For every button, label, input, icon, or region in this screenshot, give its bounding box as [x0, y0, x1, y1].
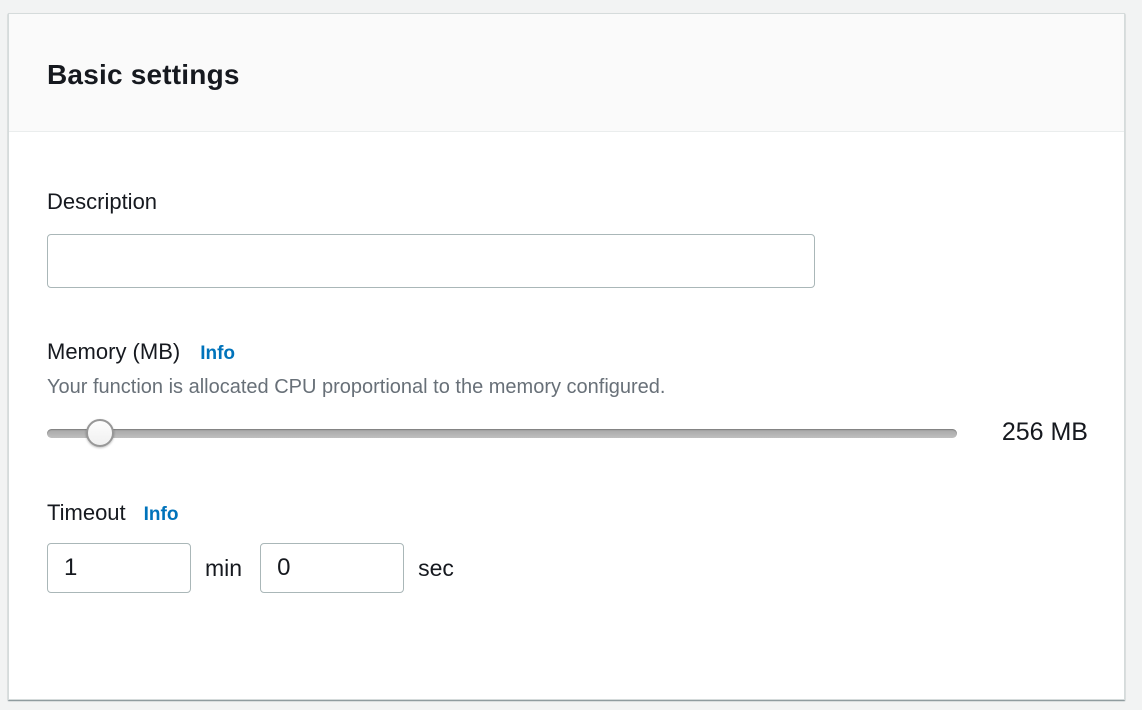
memory-label: Memory (MB)	[47, 339, 181, 364]
basic-settings-panel: Basic settings Description Memory (MB) I…	[8, 13, 1125, 700]
timeout-minutes-unit-label: min	[205, 554, 243, 581]
timeout-label: Timeout	[47, 500, 126, 525]
panel-body: Description Memory (MB) Info Your functi…	[9, 132, 1124, 593]
memory-slider-track[interactable]	[47, 428, 957, 438]
timeout-seconds-input[interactable]	[260, 543, 405, 593]
timeout-inputs-row: min sec	[47, 543, 1086, 593]
panel-header: Basic settings	[9, 14, 1124, 132]
timeout-minutes-input[interactable]	[47, 543, 191, 593]
memory-helper-text: Your function is allocated CPU proportio…	[47, 376, 666, 398]
description-input[interactable]	[47, 234, 815, 288]
memory-value-label: 256 MB	[1001, 418, 1088, 446]
memory-info-link[interactable]: Info	[200, 343, 236, 364]
memory-slider-row: 256 MB	[47, 418, 1088, 447]
timeout-info-link[interactable]: Info	[143, 504, 179, 525]
memory-field: Memory (MB) Info Your function is alloca…	[47, 338, 1088, 447]
description-label: Description	[47, 189, 158, 214]
timeout-seconds-unit-label: sec	[418, 554, 454, 581]
timeout-field: Timeout Info min sec	[47, 499, 1086, 593]
description-field: Description	[47, 188, 1086, 288]
panel-title: Basic settings	[47, 59, 240, 90]
memory-slider-thumb[interactable]	[86, 418, 114, 447]
memory-slider[interactable]	[47, 418, 957, 447]
